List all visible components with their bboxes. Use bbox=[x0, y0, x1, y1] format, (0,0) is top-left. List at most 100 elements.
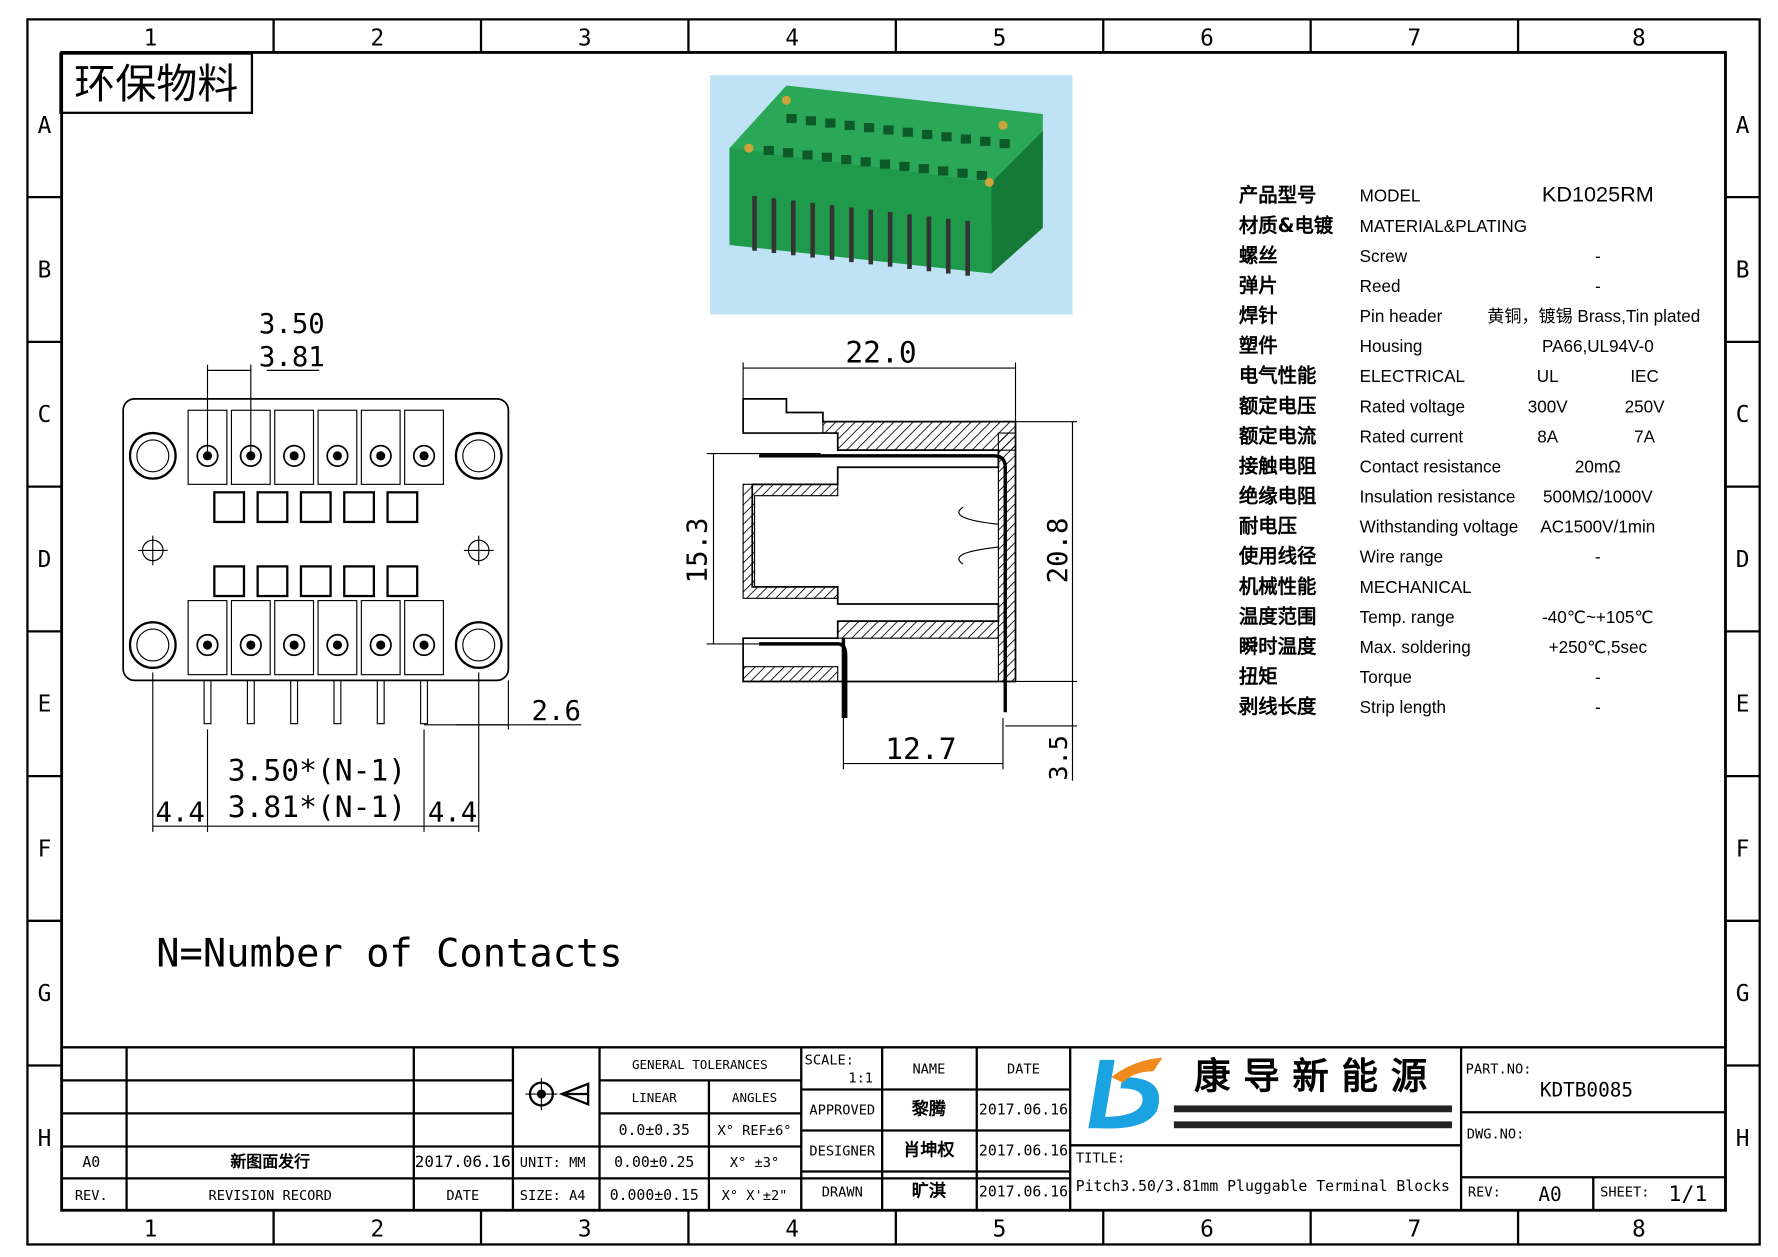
spec-label-cn: 额定电流 bbox=[1239, 424, 1317, 447]
spec-label-en: Strip length bbox=[1360, 698, 1446, 717]
wire-entry bbox=[299, 491, 332, 524]
grid-col-3-bottom: 3 bbox=[578, 1216, 592, 1242]
spec-label-en: Insulation resistance bbox=[1360, 488, 1516, 507]
approval-date: 2017.06.16 bbox=[979, 1143, 1068, 1160]
wire-entry bbox=[386, 491, 419, 524]
photo-socket bbox=[976, 170, 988, 181]
spec-label-cn: 焊针 bbox=[1239, 304, 1278, 327]
pin bbox=[246, 679, 255, 725]
front-view: 3.50 3.81 2.6 3.50*(N-1) 3.81*(N-1) 4.4 … bbox=[122, 309, 582, 832]
grid-row-E: E bbox=[38, 692, 52, 718]
photo-pin bbox=[965, 221, 970, 276]
spec-label-en: Housing bbox=[1360, 337, 1423, 356]
grid-col-6: 6 bbox=[1200, 26, 1214, 52]
approval-role: DESIGNER bbox=[809, 1144, 876, 1160]
screw-head bbox=[289, 640, 299, 650]
photo-socket bbox=[841, 154, 852, 165]
grid-col-5: 5 bbox=[993, 26, 1007, 52]
grid-col-1-bottom: 1 bbox=[144, 1216, 158, 1242]
spec-value: PA66,UL94V-0 bbox=[1542, 337, 1654, 356]
photo-pin bbox=[752, 196, 757, 251]
spec-label-en: Temp. range bbox=[1360, 608, 1455, 627]
spec-label-en: MATERIAL&PLATING bbox=[1360, 217, 1527, 236]
spec-value: -40℃~+105℃ bbox=[1542, 608, 1653, 627]
screw-head bbox=[376, 451, 386, 461]
screw-head bbox=[376, 640, 386, 650]
dim-pitch-381: 3.81 bbox=[259, 342, 325, 373]
spec-value-ul: 300V bbox=[1528, 397, 1568, 416]
mounting-hole bbox=[454, 431, 503, 480]
spec-label-cn: 产品型号 bbox=[1239, 184, 1316, 207]
spec-label-cn: 机械性能 bbox=[1239, 575, 1317, 598]
eco-material-stamp bbox=[59, 52, 254, 114]
angle-tolerance: X° REF±6° bbox=[718, 1123, 792, 1139]
dim-height-total: 20.8 bbox=[1043, 518, 1074, 584]
photo-socket bbox=[918, 164, 929, 174]
wire-entry bbox=[213, 491, 246, 524]
spec-label-en: Rated voltage bbox=[1360, 397, 1465, 416]
terminal-slot bbox=[187, 600, 228, 676]
spec-label-en: Pin header bbox=[1360, 307, 1443, 326]
grid-col-7-bottom: 7 bbox=[1408, 1216, 1422, 1242]
contacts-note: N=Number of Contacts bbox=[156, 931, 622, 976]
screw-head bbox=[246, 640, 256, 650]
spec-label-en: Withstanding voltage bbox=[1360, 518, 1519, 537]
title-label: TITLE: bbox=[1076, 1150, 1125, 1166]
spec-label-cn: 螺丝 bbox=[1239, 244, 1278, 267]
front-view-housing bbox=[122, 398, 510, 682]
grid-row-C: C bbox=[38, 402, 52, 428]
spec-label-cn: 耐电压 bbox=[1239, 515, 1297, 538]
dwg-no-label: DWG.NO: bbox=[1467, 1126, 1525, 1142]
photo-socket bbox=[980, 136, 991, 146]
spec-label-cn: 弹片 bbox=[1239, 274, 1278, 297]
grid-col-6-bottom: 6 bbox=[1200, 1216, 1214, 1242]
spec-value: +250℃,5sec bbox=[1549, 638, 1648, 657]
screw-icon bbox=[283, 444, 306, 467]
spec-label-en: Contact resistance bbox=[1360, 457, 1501, 476]
spec-label-cn: 接触电阻 bbox=[1239, 454, 1316, 477]
terminal-slot bbox=[274, 600, 315, 676]
mounting-hole bbox=[128, 621, 177, 669]
mounting-hole-inner bbox=[136, 439, 170, 473]
part-no-label: PART.NO: bbox=[1466, 1062, 1532, 1078]
spec-value-ul: 8A bbox=[1537, 427, 1558, 446]
screw-icon bbox=[412, 633, 436, 657]
photo-socket bbox=[960, 134, 972, 144]
photo-socket bbox=[821, 152, 833, 162]
grid-row-F: F bbox=[38, 836, 52, 862]
spec-label-en: MODEL bbox=[1360, 187, 1421, 206]
photo-socket bbox=[922, 129, 933, 140]
spec-value: 20mΩ bbox=[1575, 457, 1621, 476]
photo-socket bbox=[879, 159, 891, 169]
screw-icon bbox=[326, 633, 349, 657]
spec-label-cn: 材质&电镀 bbox=[1239, 214, 1334, 237]
scale-value: 1:1 bbox=[848, 1071, 873, 1087]
screw-head bbox=[332, 451, 342, 461]
grid-row-H: H bbox=[38, 1126, 52, 1152]
grid-col-4-bottom: 4 bbox=[785, 1216, 799, 1242]
linear-tolerance: 0.0±0.35 bbox=[619, 1122, 690, 1139]
revision-record-label: REVISION RECORD bbox=[209, 1188, 332, 1204]
grid-row-F-right: F bbox=[1736, 836, 1750, 862]
grid-col-3: 3 bbox=[578, 26, 592, 52]
spec-row: 耐电压 Withstanding voltage AC1500V/1min bbox=[1239, 515, 1655, 538]
dim-pin-length: 3.5 bbox=[1044, 735, 1073, 780]
mounting-hole-inner bbox=[462, 439, 496, 473]
approval-role: APPROVED bbox=[809, 1103, 875, 1119]
spec-value: - bbox=[1595, 277, 1601, 296]
spec-value: AC1500V/1min bbox=[1540, 518, 1655, 537]
grid-col-1: 1 bbox=[144, 26, 158, 52]
grid-row-B-right: B bbox=[1736, 257, 1750, 283]
